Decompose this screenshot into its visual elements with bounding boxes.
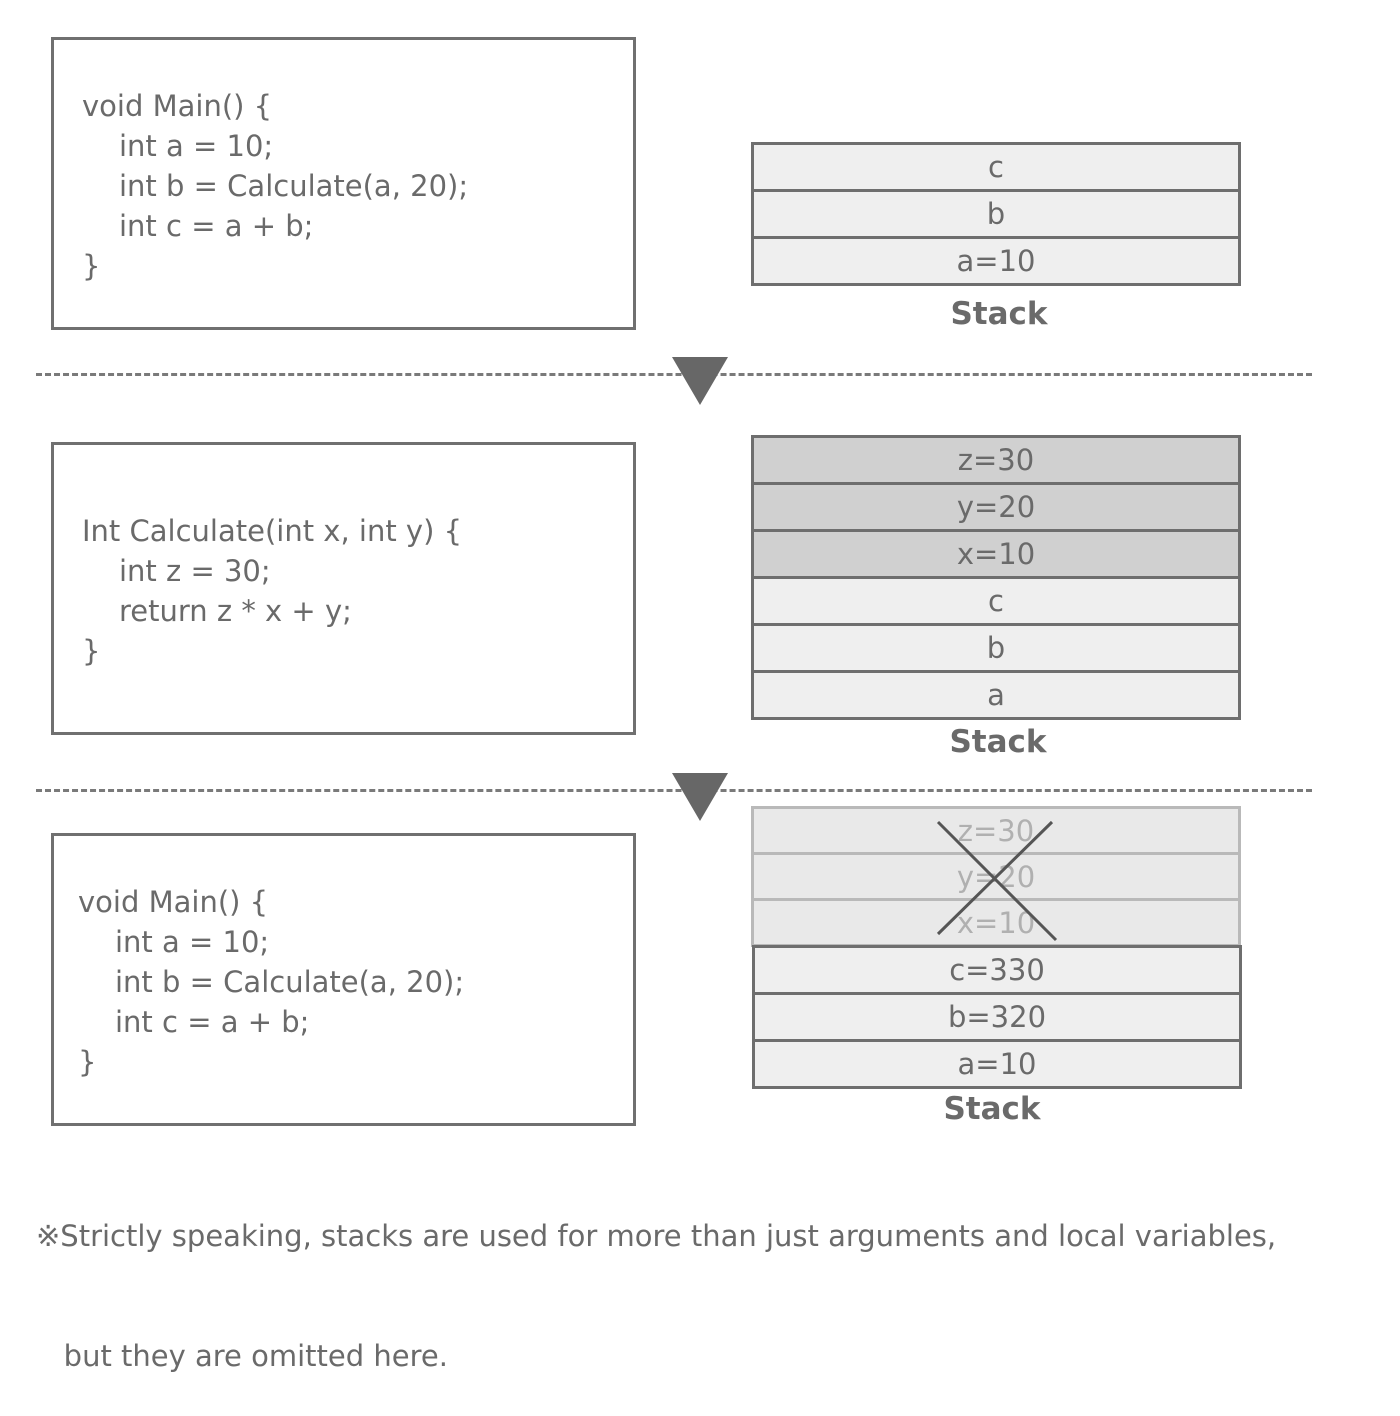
code-line: int b = Calculate(a, 20); <box>115 965 465 999</box>
stack-cell: a=10 <box>754 239 1238 286</box>
stack-cell: c=330 <box>755 948 1239 995</box>
stack-cell: b <box>754 626 1238 673</box>
stack-cell: z=30 <box>754 809 1238 855</box>
code-box-calculate: Int Calculate(int x, int y) { int z = 30;… <box>51 442 636 735</box>
stack-cell: b <box>754 192 1238 239</box>
code-line: int b = Calculate(a, 20); <box>119 169 469 203</box>
code-line: int a = 10; <box>119 129 274 163</box>
footnote: ※Strictly speaking, stacks are used for … <box>36 1136 1276 1416</box>
code-line: int c = a + b; <box>115 1005 310 1039</box>
code-listing: void Main() { int a = 10; int b = Calculat… <box>78 882 464 1082</box>
code-line: void Main() { <box>82 89 273 123</box>
stack-cell: y=20 <box>754 855 1238 901</box>
code-line: int z = 30; <box>119 554 271 588</box>
stack-cell: c <box>754 579 1238 626</box>
code-box-main-after: void Main() { int a = 10; int b = Calculat… <box>51 833 636 1126</box>
stack-label: Stack <box>943 1091 1041 1127</box>
stack-label: Stack <box>949 724 1047 760</box>
code-box-main-before: void Main() { int a = 10; int b = Calculat… <box>51 37 636 330</box>
footnote-line: ※Strictly speaking, stacks are used for … <box>36 1219 1277 1253</box>
stack-cell: y=20 <box>754 485 1238 532</box>
code-line: } <box>82 634 101 668</box>
stack-cell: c <box>754 145 1238 192</box>
down-arrow-icon <box>672 773 728 821</box>
code-line: Int Calculate(int x, int y) { <box>82 514 463 548</box>
stack-cell: z=30 <box>754 438 1238 485</box>
stack-cell: x=10 <box>754 532 1238 579</box>
removed-cross-icon <box>936 820 1058 942</box>
code-line: return z * x + y; <box>119 594 352 628</box>
code-listing: void Main() { int a = 10; int b = Calculat… <box>82 86 468 286</box>
code-line: int a = 10; <box>115 925 270 959</box>
code-listing: Int Calculate(int x, int y) { int z = 30;… <box>82 511 462 671</box>
code-line: int c = a + b; <box>119 209 314 243</box>
down-arrow-icon <box>672 357 728 405</box>
footnote-line: but they are omitted here. <box>36 1339 448 1373</box>
stack-cell: a <box>754 673 1238 720</box>
stack-cell: b=320 <box>755 995 1239 1042</box>
code-line: void Main() { <box>78 885 269 919</box>
stack-cell: a=10 <box>755 1042 1239 1089</box>
code-line: } <box>82 249 101 283</box>
stack-label: Stack <box>950 296 1048 332</box>
code-line: } <box>78 1045 97 1079</box>
